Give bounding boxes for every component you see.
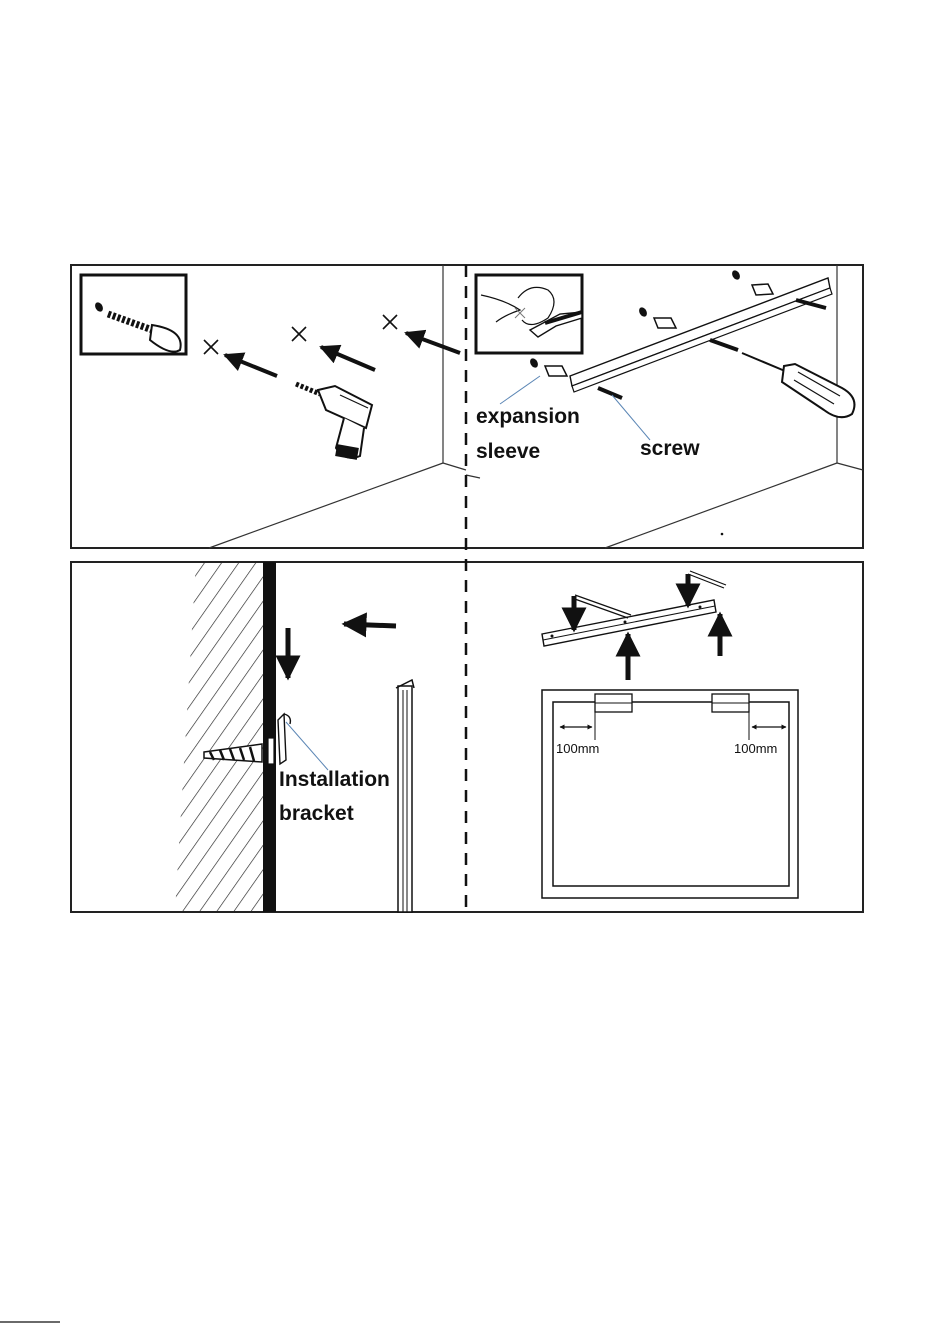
arrow-left-icon bbox=[344, 624, 396, 626]
installation-bracket-label-line1: Installation bbox=[279, 768, 390, 791]
mirror-side-profile bbox=[396, 680, 414, 912]
distance-right-label: 100mm bbox=[734, 741, 777, 756]
screw-label: screw bbox=[640, 437, 700, 460]
distance-left-label: 100mm bbox=[556, 741, 599, 756]
wall-surface bbox=[263, 562, 276, 912]
installation-bracket-label-line2: bracket bbox=[279, 802, 354, 825]
drill-bit-inset bbox=[81, 275, 186, 354]
mirror-back-view bbox=[542, 690, 798, 898]
sleeve-inset bbox=[476, 275, 582, 353]
expansion-sleeve-label-line1: expansion bbox=[476, 405, 580, 428]
expansion-sleeve-label-line2: sleeve bbox=[476, 440, 540, 463]
